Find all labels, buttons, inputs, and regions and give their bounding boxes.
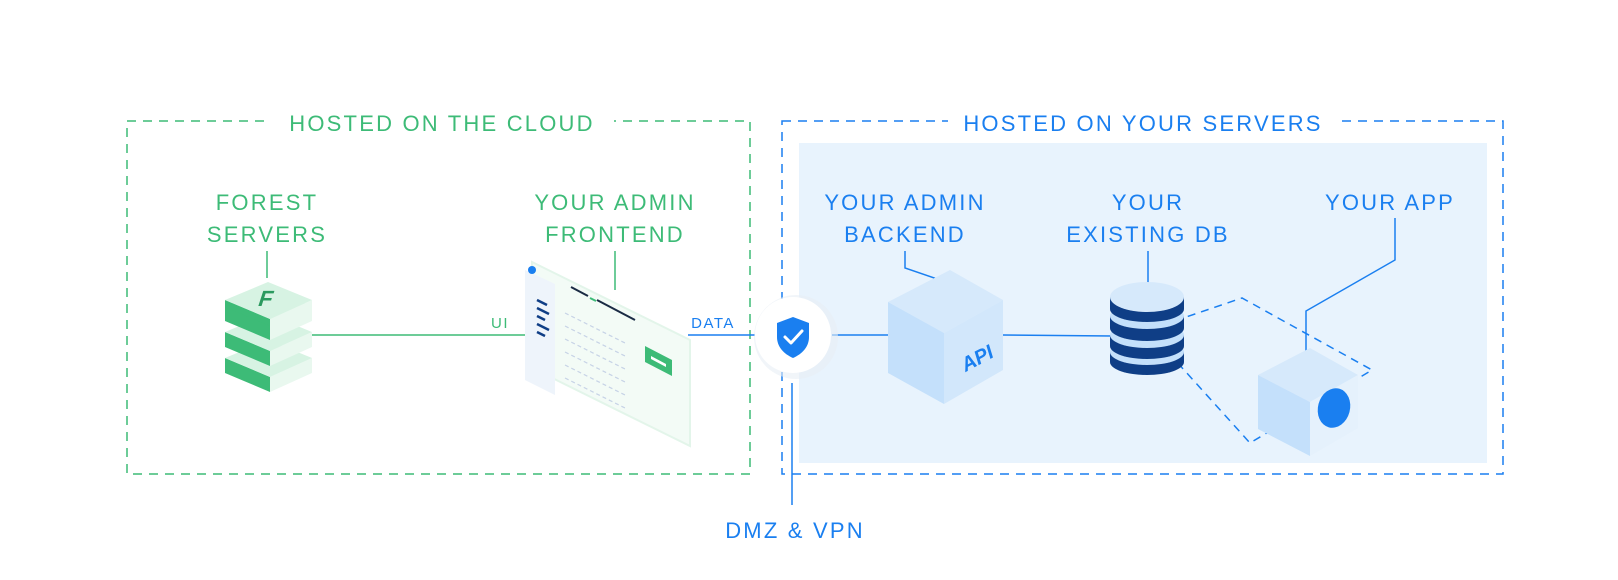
cloud-section-title: HOSTED ON THE CLOUD — [289, 111, 594, 136]
shield-check-icon — [777, 317, 809, 358]
node-labels: FOREST SERVERS YOUR ADMIN FRONTEND YOUR … — [207, 190, 1455, 543]
database-icon — [1110, 282, 1184, 375]
backend-db-line — [1002, 334, 1113, 337]
your-app-label: YOUR APP — [1325, 190, 1455, 215]
servers-title-gap — [948, 105, 1338, 137]
ui-connection-label: UI — [491, 315, 509, 332]
servers-section-title: HOSTED ON YOUR SERVERS — [963, 111, 1322, 136]
existing-db-label-line2: EXISTING DB — [1066, 222, 1230, 247]
forest-servers-label-line1: FOREST — [216, 190, 318, 215]
forest-servers-label-line2: SERVERS — [207, 222, 327, 247]
app-leader-line — [1305, 218, 1396, 358]
admin-frontend-label-line2: FRONTEND — [545, 222, 685, 247]
browser-nav-lines — [536, 298, 550, 338]
data-connection-label: DATA — [691, 315, 735, 332]
servers-section: HOSTED ON YOUR SERVERS — [781, 105, 1504, 475]
api-cube-icon: API — [888, 270, 1003, 404]
forest-stack-icon: F — [225, 282, 312, 392]
forest-layer-top — [225, 282, 312, 326]
dmz-vpn-label: DMZ & VPN — [725, 518, 865, 543]
app-network-outline — [1146, 297, 1374, 444]
admin-frontend-label-line1: YOUR ADMIN — [534, 190, 695, 215]
app-cube-icon — [1258, 348, 1358, 456]
browser-header-lines — [570, 286, 636, 321]
cloud-section: HOSTED ON THE CLOUD — [126, 105, 751, 475]
cloud-title-gap — [270, 105, 614, 137]
browser-back-panel — [531, 260, 691, 448]
app-circle-mark — [1317, 388, 1351, 428]
admin-backend-label-line2: BACKEND — [844, 222, 966, 247]
browser-dot-icon — [528, 266, 536, 274]
dmz-shield-node — [754, 295, 838, 379]
admin-backend-label-line1: YOUR ADMIN — [824, 190, 985, 215]
browser-window-icon — [525, 260, 691, 448]
existing-db-label-line1: YOUR — [1112, 190, 1184, 215]
